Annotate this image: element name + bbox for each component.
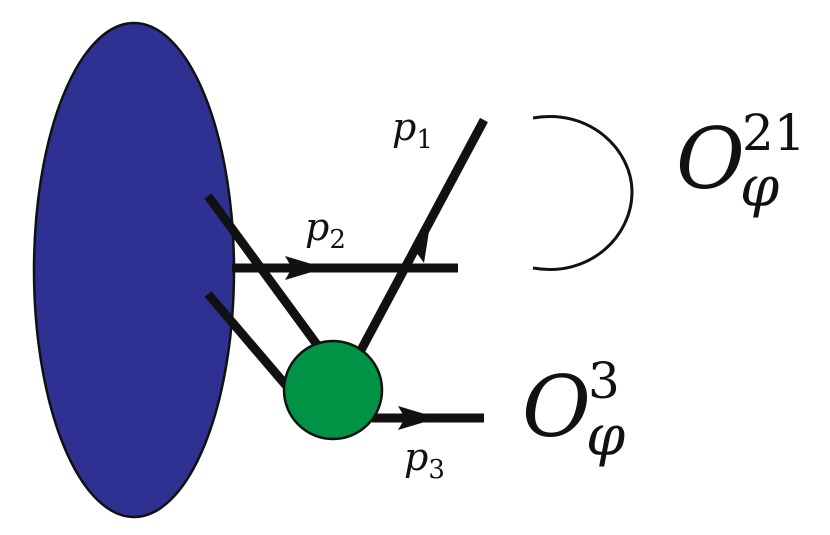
p2-arrow bbox=[285, 256, 325, 280]
p3-arrow bbox=[398, 406, 438, 430]
p1-arrow bbox=[406, 225, 430, 263]
operator-o3-sup: 3 bbox=[588, 352, 620, 410]
operator-o3-base: O bbox=[522, 358, 591, 456]
p1-label: p1 bbox=[392, 105, 433, 155]
lower-leg-line bbox=[204, 291, 294, 393]
p3-label: p3 bbox=[404, 435, 445, 485]
bracket-arc bbox=[532, 115, 634, 271]
operator-o21-base: O bbox=[676, 110, 745, 208]
operator-o21-sub: φ bbox=[740, 155, 779, 220]
operator-o21-sup: 21 bbox=[742, 104, 806, 162]
upper-leg-line bbox=[204, 193, 322, 349]
p2-label: p2 bbox=[305, 205, 346, 255]
operator-o3-sub: φ bbox=[586, 404, 625, 469]
green-vertex bbox=[282, 339, 384, 441]
blue-blob bbox=[32, 21, 236, 519]
